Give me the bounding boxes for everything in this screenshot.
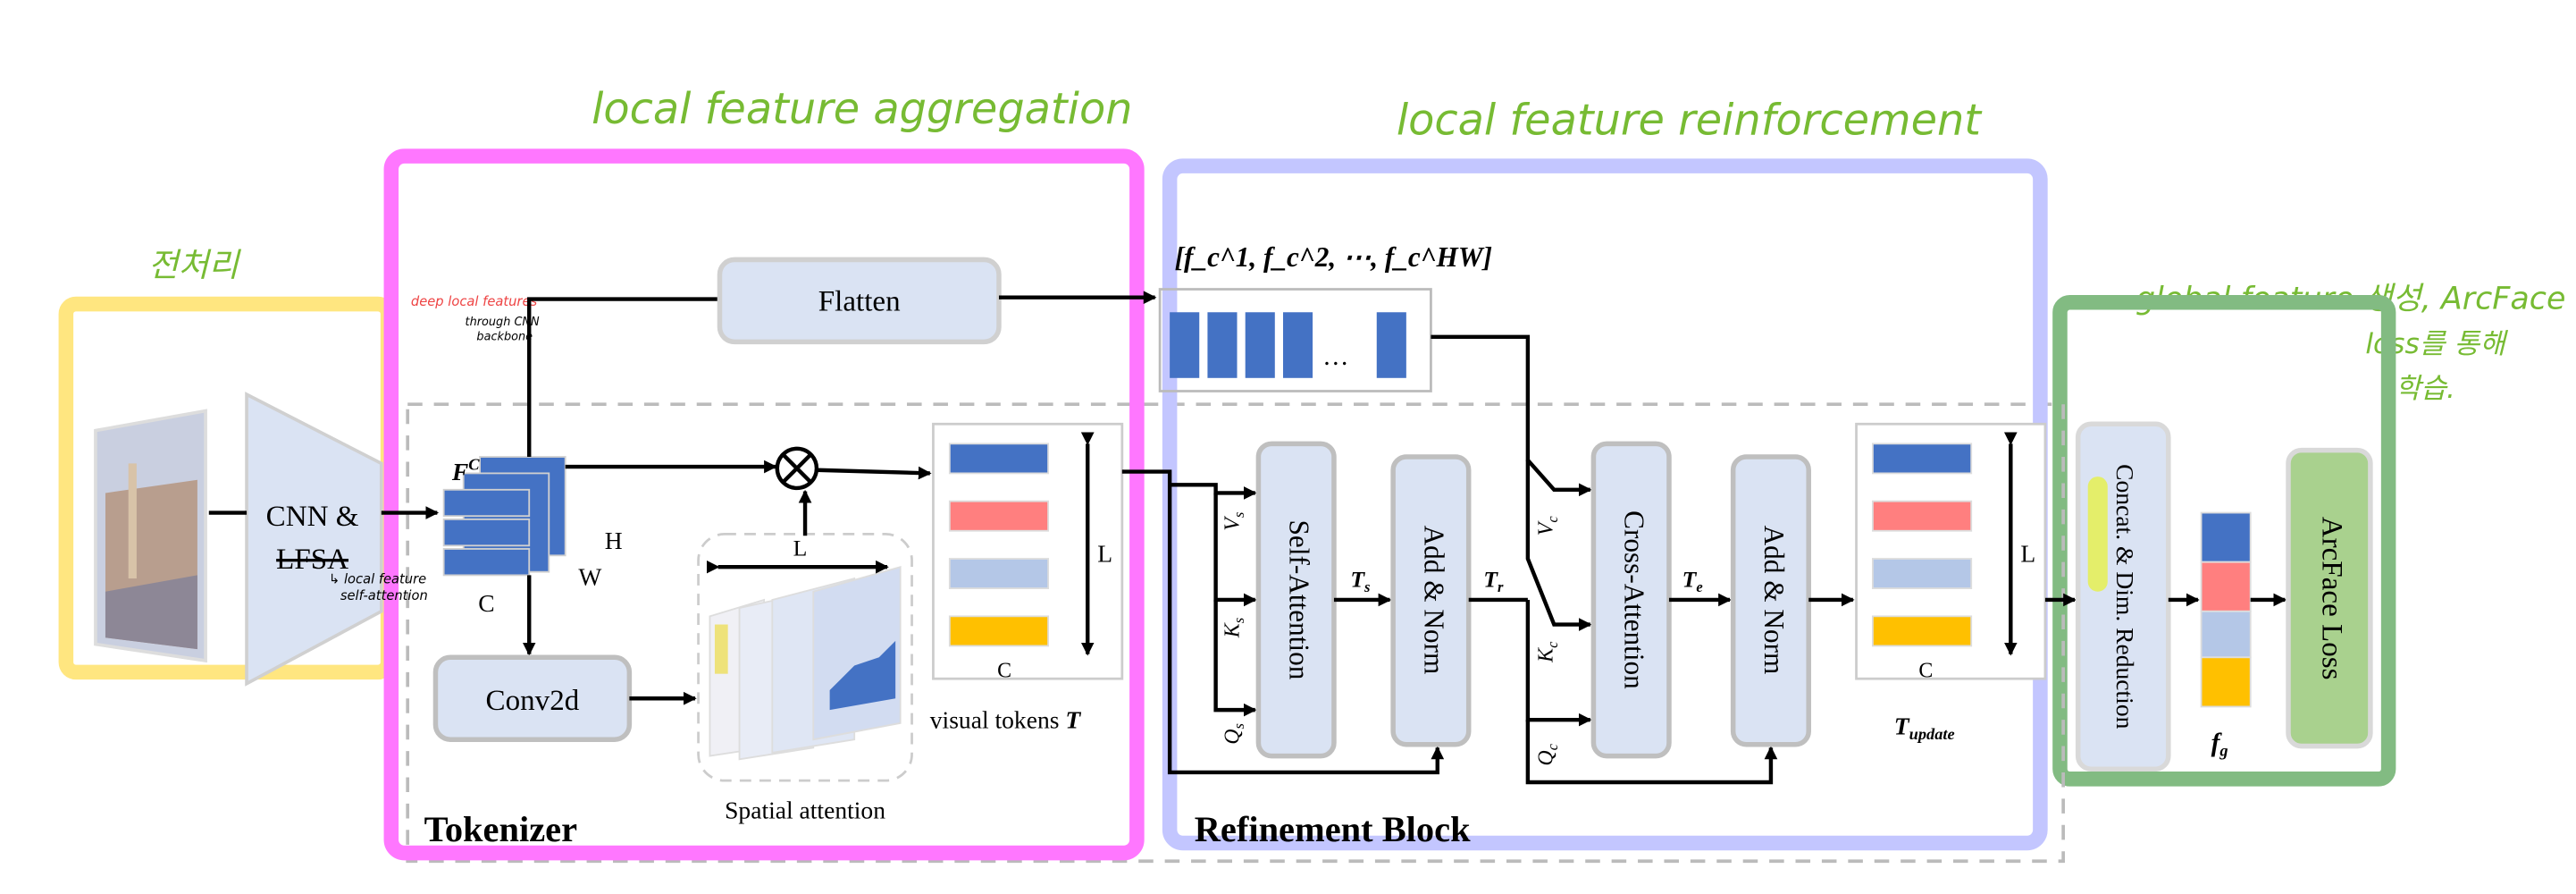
arrow-vs [1170,483,1257,500]
visual-tokens-label: visual tokens T [930,705,1082,733]
arcface-label: ArcFace Loss [2315,517,2347,680]
annotation-local-aggregation: local feature aggregation [592,85,1132,134]
qs-label: Qs [1221,723,1247,745]
concat-label: Concat. & Dim. Reduction [2111,464,2139,729]
conv2d-label: Conv2d [486,685,580,717]
lfsa-note-1: ↳ local feature [329,572,426,587]
lfsa-note-2: self-attention [340,588,428,603]
flattened-feature-vectors [1170,312,1406,378]
add-norm-1-label: Add & Norm [1418,526,1449,675]
line-feature-to-flatten [527,297,720,458]
tokens-C-label: C [997,659,1011,682]
vc-label: Vc [1534,516,1561,536]
flatten-block [717,257,1002,345]
backbone-block [245,392,383,687]
flattened-features-box [1158,288,1432,392]
feature-map-cube [442,456,566,577]
annotation-local-reinforcement: local feature reinforcement [1397,97,1983,146]
vs-label: Vs [1221,512,1247,531]
annotation-through-cnn-2: backbone [476,331,533,344]
updated-C-label: C [1918,659,1933,682]
flat-ellipsis: … [1322,342,1348,371]
kc-label: Kc [1534,641,1561,663]
spatial-attention-label: Spatial attention [725,796,885,823]
tokenizer-title: Tokenizer [424,809,578,849]
feature-w: W [578,562,601,590]
spatial-L-label: L [793,535,808,561]
arcface-block [2286,447,2373,749]
te-label: Te [1682,566,1703,595]
refinement-title: Refinement Block [1195,809,1471,849]
residual-line-2 [1525,720,1778,785]
arrow-ks [1213,493,1257,607]
ks-label: Ks [1221,618,1247,638]
tokenizer-frame [383,148,1145,861]
annotation-global-3: 학습. [2395,373,2454,405]
self-attention-label: Self-Attention [1284,520,1315,680]
arrow-qs [1213,599,1257,717]
highlight-mark [2087,477,2108,592]
updated-token-bars [1871,443,1973,647]
arrow-kc [1525,460,1592,631]
annotation-preprocessing: 전처리 [148,246,242,284]
tupdate-label: Tupdate [1894,713,1955,744]
qc-label: Qc [1534,743,1561,765]
global-feature-vector [2200,511,2252,708]
fg-label: fg [2211,729,2228,760]
feature-c: C [478,589,494,617]
cross-attention-label: Cross-Attention [1619,510,1650,689]
annotation-through-cnn-1: through CNN [466,316,540,329]
feature-h: H [605,527,623,554]
global-frame [2052,294,2396,787]
input-image [94,409,207,663]
annotation-deep-local: deep local features [411,294,538,309]
arrow-multiply-to-tokens [816,466,932,480]
visual-token-bars [948,443,1050,647]
backbone-label-1: CNN & [266,501,359,533]
pipeline-dashed-frame [406,402,2065,864]
add-norm-2-label: Add & Norm [1758,526,1790,675]
spatial-attention-maps [709,565,902,761]
backbone-label-2: LFSA [276,544,348,576]
tokens-L-label: L [1097,540,1112,568]
flatten-label: Flatten [818,285,901,317]
feature-map-label: FC [451,456,480,485]
updated-L-label: L [2020,540,2035,568]
residual-line-1 [1121,469,1445,775]
tr-label: Tr [1483,566,1504,595]
ts-label: Ts [1350,566,1370,595]
flattened-features-label: [f_c^1, f_c^2, ⋯, f_c^HW] [1175,241,1492,273]
